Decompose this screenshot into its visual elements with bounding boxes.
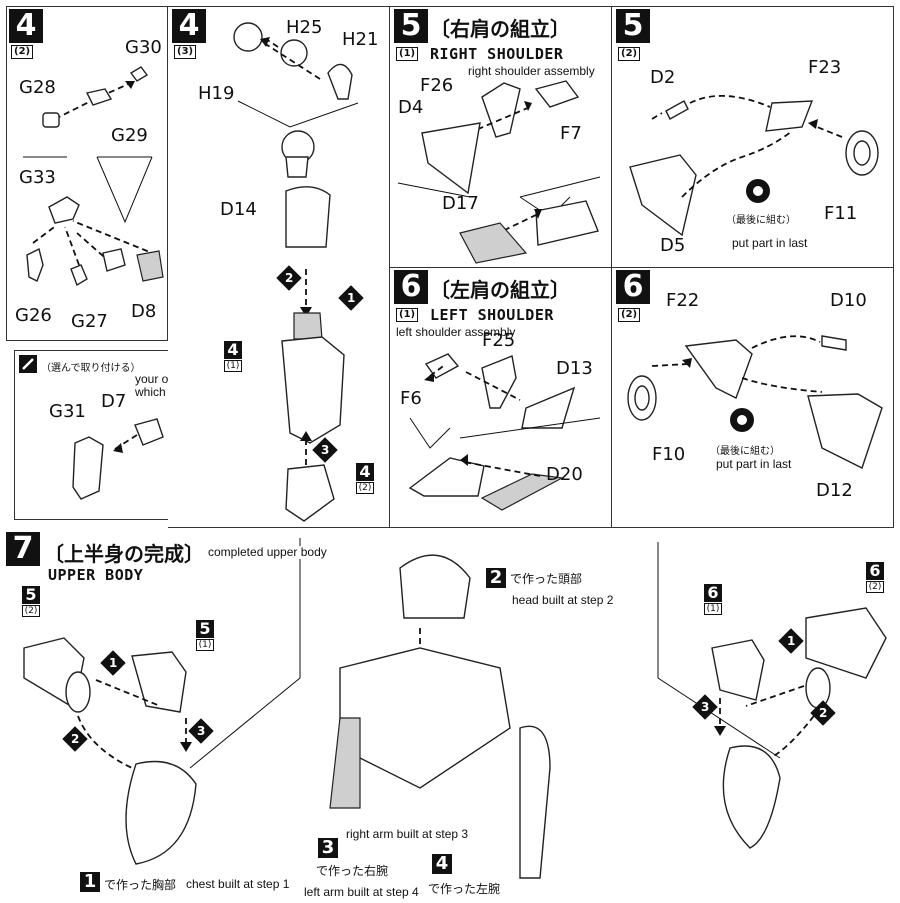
part-label-g28: G28 (19, 77, 56, 98)
step-6-2-illustration (627, 335, 883, 469)
part-label-f10: F10 (652, 444, 686, 465)
larm-note: left arm built at step 4 (304, 885, 419, 899)
part-label-f25: F25 (482, 330, 516, 351)
ref-step-4-1: 4(1) (224, 341, 242, 372)
step-note: completed upper body (208, 545, 327, 559)
part-label-d5: D5 (660, 235, 686, 256)
step-sub: (1) (396, 308, 419, 322)
part-label-d7: D7 (101, 391, 127, 412)
part-label-g31: G31 (49, 401, 86, 422)
step-7-illustration (23, 538, 887, 879)
option-illustration (19, 355, 164, 500)
part-label-d2: D2 (650, 67, 676, 88)
chest-jp: で作った胸部 (104, 878, 177, 892)
panel-step-5-2: 5 (2) D2 F23 F11 D5 （最後に組む） put part in … (612, 6, 894, 268)
part-label-f11: F11 (824, 203, 858, 224)
last-jp: （最後に組む） (726, 215, 796, 226)
step-title-jp: 〔上半身の完成〕 (44, 542, 204, 566)
step-5-2-illustration (629, 95, 879, 237)
panel-step-5-1: 5 〔右肩の組立〕 (1) RIGHT SHOULDER right shoul… (390, 6, 612, 268)
step-4-2-illustration (23, 66, 164, 287)
ref-step-5-1: 5(1) (196, 620, 214, 651)
part-label-g33: G33 (19, 167, 56, 188)
step-sub: (2) (11, 45, 34, 59)
step-number: 4 (172, 9, 206, 43)
step-title-en: UPPER BODY (48, 566, 144, 584)
chest-ref-num: 1 (80, 872, 100, 892)
step-sub: (1) (396, 47, 419, 61)
part-label-d13: D13 (556, 358, 593, 379)
panel-step-6-2: 6 (2) F22 D10 F10 D12 （最後に組む） put part i… (612, 268, 894, 528)
part-label-g27: G27 (71, 311, 108, 332)
step-note: left shoulder assembly (396, 325, 516, 339)
last-note: put part in last (732, 236, 808, 250)
head-note: head built at step 2 (512, 593, 614, 607)
step-title-jp: 〔左肩の組立〕 (430, 278, 570, 302)
step-number: 6 (616, 270, 650, 304)
ref-step-4-2: 4(2) (356, 463, 374, 494)
step-4-3-illustration (233, 22, 359, 522)
part-label-d14: D14 (220, 199, 257, 220)
part-label-d4: D4 (398, 97, 424, 118)
head-jp: で作った頭部 (510, 572, 583, 586)
step-sub: (2) (618, 47, 641, 61)
head-ref-num: 2 (486, 568, 506, 588)
part-label-d10: D10 (830, 290, 867, 311)
part-label-d8: D8 (131, 301, 157, 322)
step-number: 5 (394, 9, 428, 43)
ref-step-6-2: 6(2) (866, 562, 884, 593)
part-label-d20: D20 (546, 464, 583, 485)
larm-jp: で作った左腕 (428, 882, 501, 896)
part-label-f6: F6 (400, 388, 422, 409)
step-6-1-illustration (408, 353, 601, 511)
panel-step-4-3: 4 (3) H25 H21 H19 D14 2 1 3 4(1) 4(2) (168, 6, 390, 528)
panel-step-4-2: 4 (2) G30 G28 G29 G33 G26 G27 D8 (6, 6, 168, 341)
ref-step-6-1: 6(1) (704, 584, 722, 615)
last-note: put part in last (716, 457, 792, 471)
part-label-f23: F23 (808, 57, 842, 78)
rarm-jp: で作った右腕 (316, 864, 389, 878)
part-label-h19: H19 (198, 83, 235, 104)
step-number: 6 (394, 270, 428, 304)
rarm-ref-num: 3 (318, 838, 338, 858)
rarm-note: right arm built at step 3 (346, 827, 469, 841)
panel-step-6-1: 6 〔左肩の組立〕 (1) LEFT SHOULDER left shoulde… (390, 268, 612, 528)
chest-note: chest built at step 1 (186, 877, 290, 891)
step-number: 7 (6, 532, 40, 566)
step-number: 4 (9, 9, 43, 43)
step-title-en: LEFT SHOULDER (430, 306, 554, 324)
part-label-d17: D17 (442, 193, 479, 214)
part-label-f26: F26 (420, 75, 454, 96)
part-label-g30: G30 (125, 37, 162, 58)
step-5-1-illustration (397, 80, 601, 264)
part-label-h25: H25 (286, 17, 323, 38)
step-number: 5 (616, 9, 650, 43)
larm-ref-num: 4 (432, 854, 452, 874)
step-note: right shoulder assembly (468, 64, 595, 78)
step-sub: (2) (618, 308, 641, 322)
option-jp: （選んで取り付ける） (41, 363, 141, 374)
step-7-area: 7 〔上半身の完成〕 UPPER BODY completed upper bo… (0, 528, 900, 903)
part-label-g26: G26 (15, 305, 52, 326)
part-label-f22: F22 (666, 290, 700, 311)
step-sub: (3) (174, 45, 197, 59)
part-label-d12: D12 (816, 480, 853, 501)
ref-step-5-2: 5(2) (22, 586, 40, 617)
last-jp: （最後に組む） (710, 446, 780, 457)
step-title-jp: 〔右肩の組立〕 (430, 17, 570, 41)
part-label-g29: G29 (111, 125, 148, 146)
part-label-f7: F7 (560, 123, 582, 144)
step-title-en: RIGHT SHOULDER (430, 45, 564, 63)
part-label-h21: H21 (342, 29, 379, 50)
